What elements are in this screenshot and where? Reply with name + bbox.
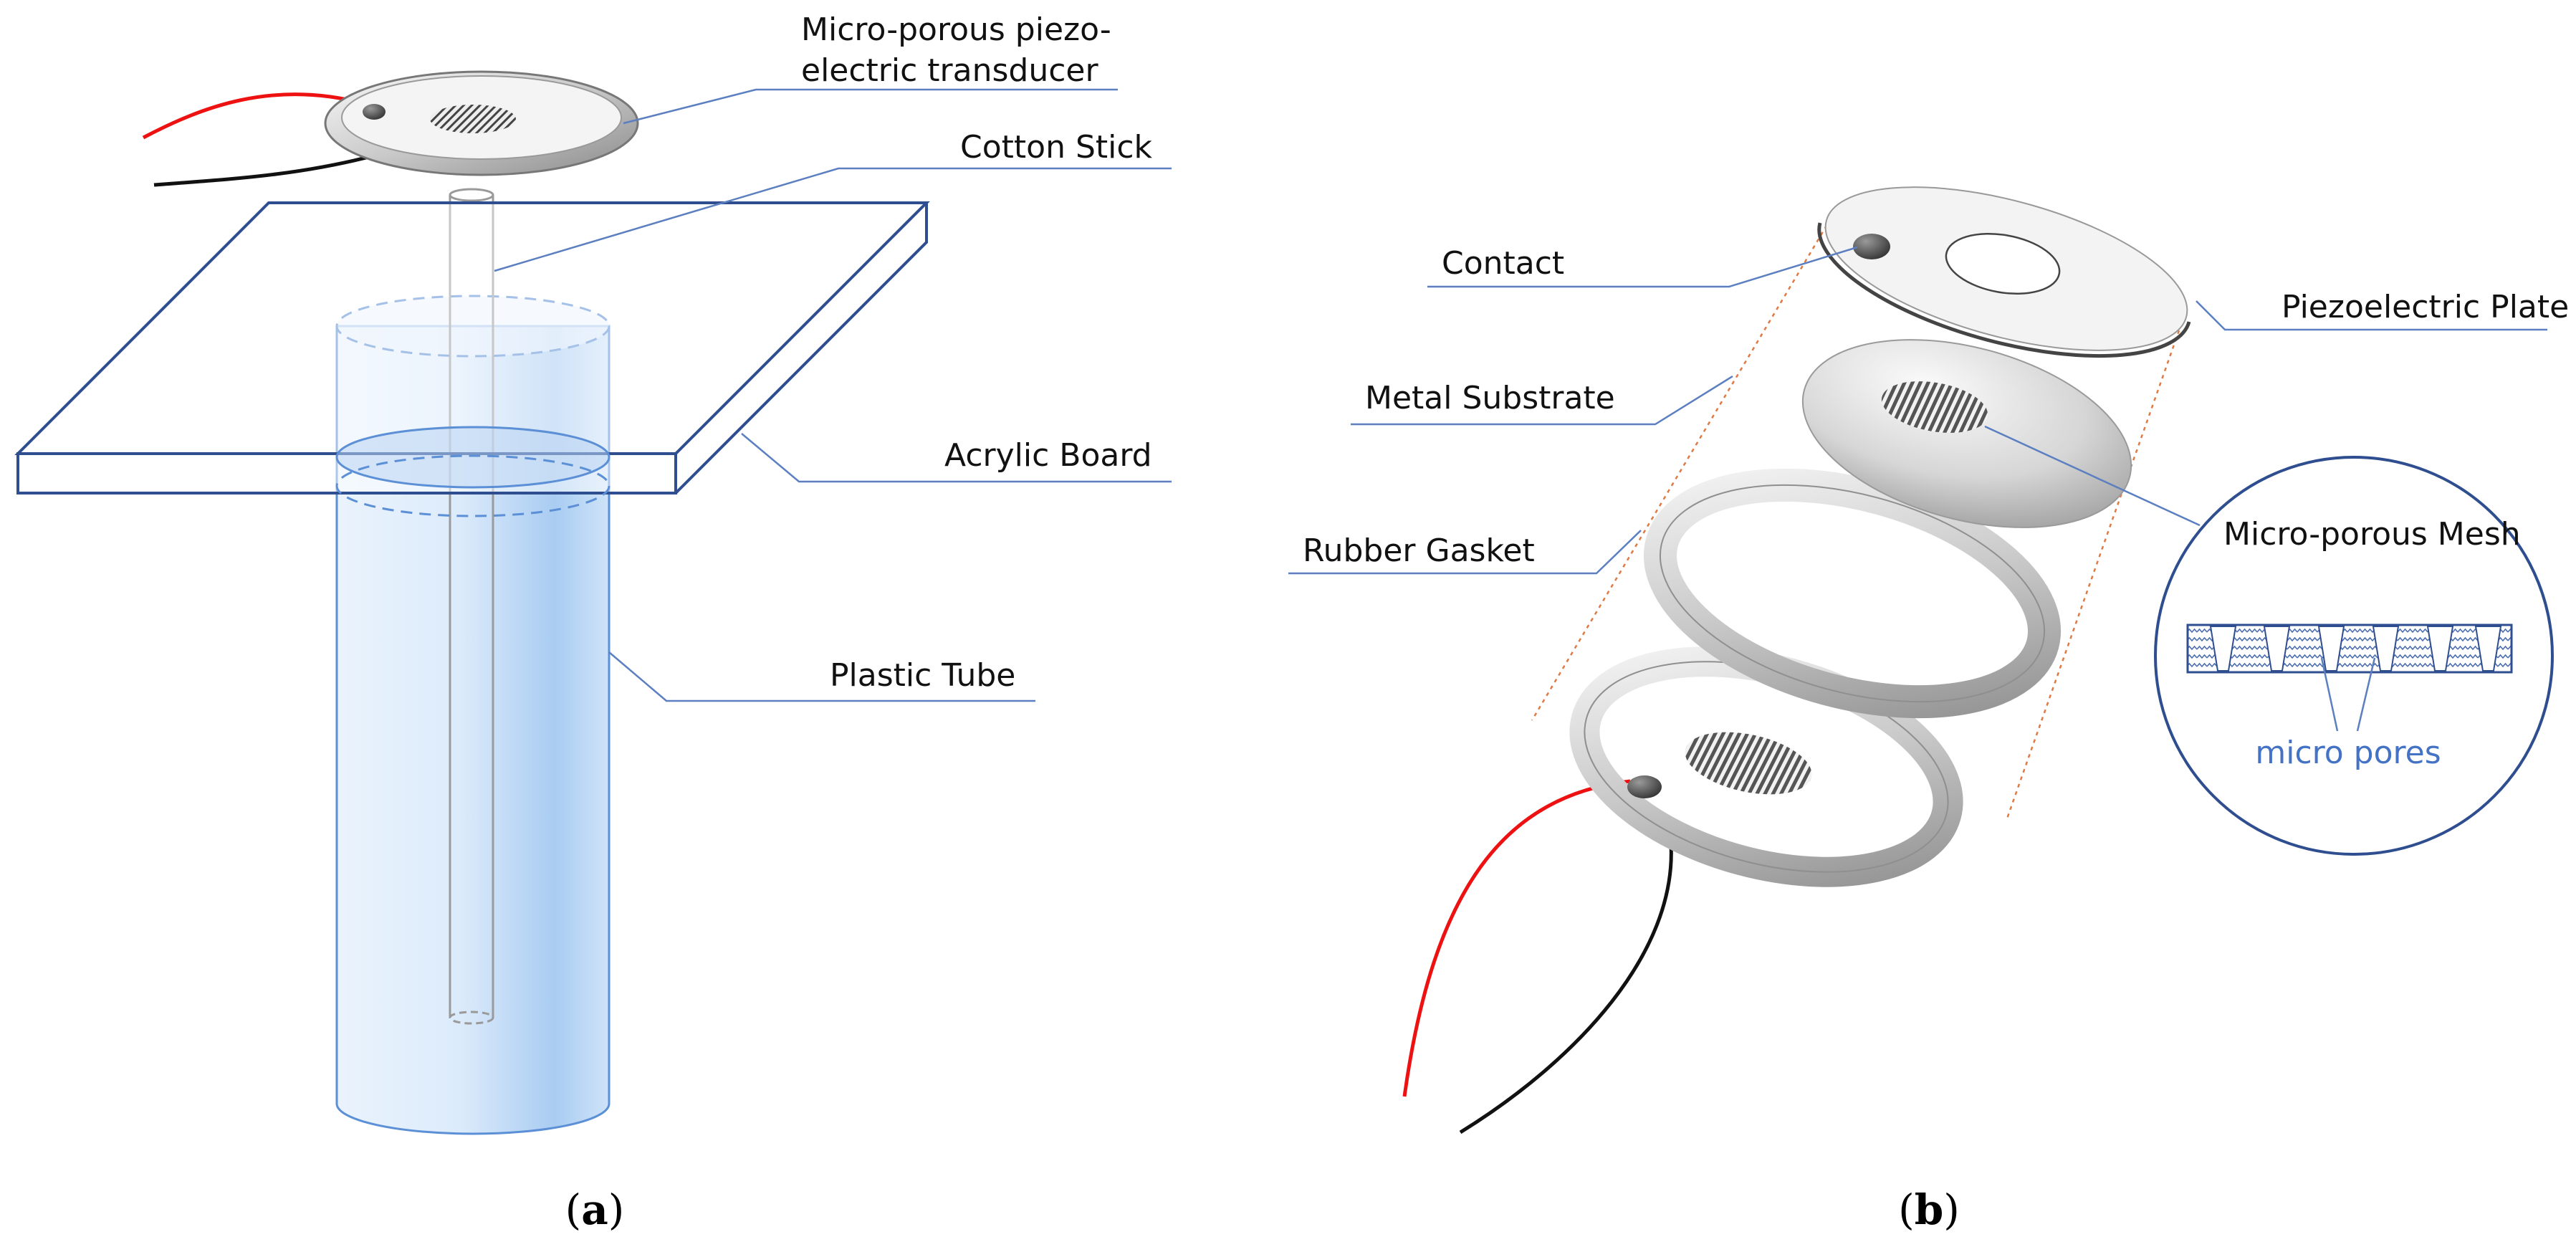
black-wire-b — [1459, 844, 1673, 1134]
piezoelectric-plate — [1817, 186, 2191, 358]
caption-b: (b) — [1898, 1185, 1960, 1234]
assembly-guide-lines — [1531, 218, 2188, 821]
contact-dot-b-icon — [1627, 775, 1662, 798]
rubber-gasket — [1643, 468, 2062, 719]
label-rubber-gasket: Rubber Gasket — [1303, 532, 1535, 569]
metal-substrate — [1801, 339, 2132, 528]
contact-icon — [1853, 234, 1890, 259]
label-micro-pores: micro pores — [2255, 735, 2441, 771]
label-acrylic-board: Acrylic Board — [944, 437, 1152, 474]
mesh-icon-substrate — [1881, 381, 1988, 433]
red-wire-b — [1402, 779, 1631, 1097]
label-transducer-line2: electric transducer — [801, 52, 1098, 89]
mesh-cross-section-icon — [2186, 624, 2513, 674]
contact-dot-icon — [363, 104, 386, 120]
panel-b: Contact Piezoelectric Plate Metal Substr… — [1288, 186, 2569, 1234]
cotton-stick — [449, 188, 494, 1025]
panel-a: Micro-porous piezo- electric transducer … — [14, 11, 1172, 1234]
label-piezoelectric-plate: Piezoelectric Plate — [2281, 289, 2569, 325]
panel-a-leaders — [494, 88, 1172, 702]
black-wire — [153, 152, 380, 187]
panel-b-leaders — [1288, 246, 2547, 575]
label-plastic-tube: Plastic Tube — [830, 657, 1015, 694]
plastic-tube — [335, 295, 611, 1135]
caption-a: (a) — [565, 1185, 625, 1234]
red-wire — [142, 92, 366, 140]
label-cotton-stick: Cotton Stick — [960, 129, 1153, 166]
acrylic-board — [14, 201, 930, 517]
micro-porous-transducer — [142, 70, 639, 187]
label-metal-substrate: Metal Substrate — [1365, 380, 1615, 416]
mesh-zoom-circle — [2154, 456, 2554, 856]
label-transducer-line1: Micro-porous piezo- — [801, 11, 1111, 48]
mesh-icon-b — [1685, 732, 1812, 795]
label-contact: Contact — [1442, 245, 1564, 282]
mesh-icon — [430, 105, 516, 133]
label-micro-porous-mesh: Micro-porous Mesh — [2223, 516, 2521, 553]
